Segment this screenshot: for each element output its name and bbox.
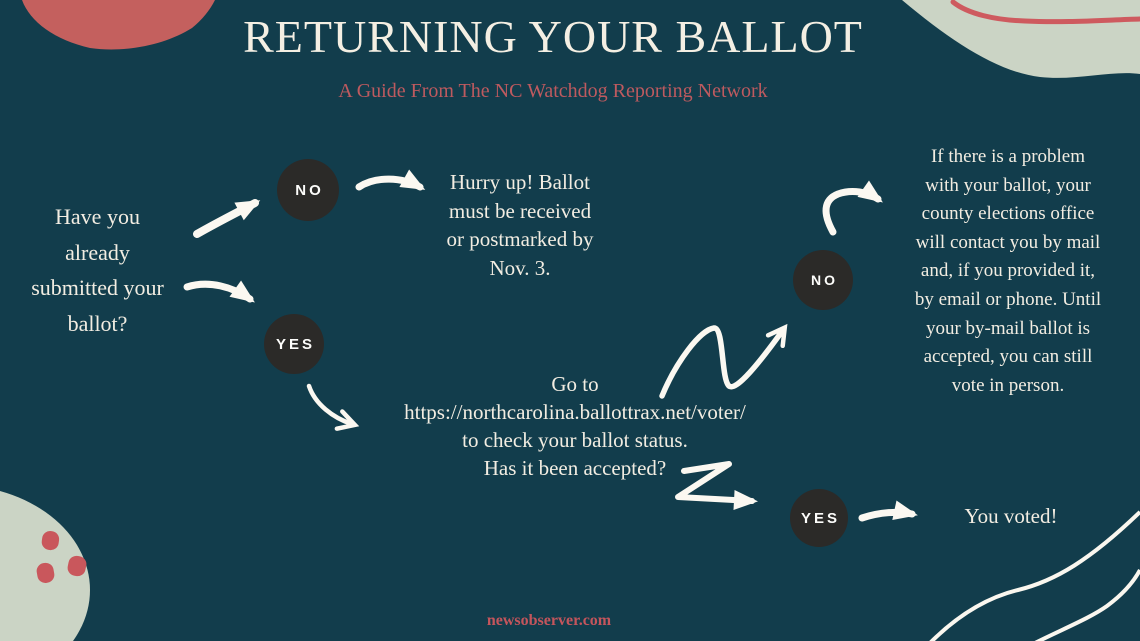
check-status-text: Go to https://northcarolina.ballottrax.n… [404, 372, 746, 480]
arrow-no-to-problem-icon [822, 180, 883, 236]
arrow-question-to-yes-icon [183, 280, 255, 303]
page-subtitle: A Guide From The NC Watchdog Reporting N… [338, 80, 768, 102]
yes-badge-top: YES [264, 314, 324, 374]
circle-bottom-left [0, 491, 90, 641]
footer-site-text: newsobserver.com [486, 612, 612, 629]
you-voted-text: You voted! [964, 504, 1058, 528]
arrow-yes-to-voted-icon [858, 500, 918, 522]
no-badge-top: NO [277, 159, 339, 221]
arrow-yes-to-check-icon [306, 383, 360, 431]
problem-info-text: If there is a problem with your ballot, … [914, 146, 1102, 396]
no-badge-middle: NO [793, 250, 853, 310]
dot-red-2 [36, 562, 55, 583]
arrow-no-to-hurry-icon [355, 169, 426, 191]
dot-red-1 [41, 531, 60, 551]
arrow-question-to-no-icon [193, 199, 261, 238]
wave-red-line [950, 0, 1140, 25]
page-title: RETURNING YOUR BALLOT [243, 11, 863, 62]
dot-red-3 [67, 555, 87, 577]
yes-badge-bottom: YES [790, 489, 848, 547]
question-text: Have you already submitted your ballot? [31, 204, 164, 336]
hurry-up-text: Hurry up! Ballot must be received or pos… [446, 170, 594, 280]
line-bottom-right-1 [929, 510, 1140, 641]
line-bottom-right-2 [1034, 569, 1140, 641]
